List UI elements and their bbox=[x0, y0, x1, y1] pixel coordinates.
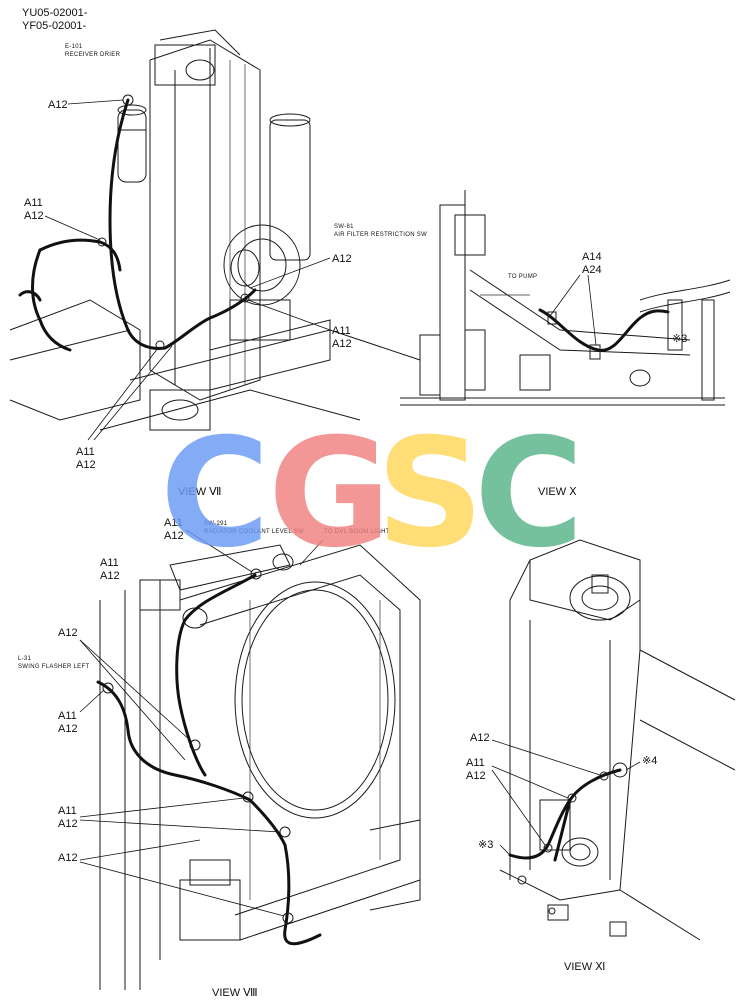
callout-a11-flasher: A11 bbox=[58, 710, 77, 722]
receiver-drier-name: RECEIVER DRIER bbox=[65, 52, 121, 58]
callout-a12-xi: A12 bbox=[470, 732, 490, 744]
air-filter-sw-name: AIR FILTER RESTRICTION SW bbox=[334, 232, 427, 238]
view-vii-title: VIEW Ⅶ bbox=[178, 486, 221, 498]
serial-range-1: YU05-02001- bbox=[22, 7, 88, 19]
watermark-letter-s: S bbox=[376, 407, 484, 581]
callout-a12-base: A12 bbox=[332, 338, 352, 350]
coolant-sw-code: SW-291 bbox=[204, 521, 228, 527]
callout-a12-mid: A12 bbox=[58, 818, 78, 830]
callout-a12-xi-2: A12 bbox=[466, 770, 486, 782]
view-viii-drawing bbox=[96, 544, 421, 990]
watermark-letter-g: G bbox=[268, 407, 391, 581]
callout-a12-lower: A12 bbox=[58, 852, 78, 864]
ref-4-view-xi: ※4 bbox=[642, 755, 657, 767]
callout-a11-coolant: A11 bbox=[164, 517, 183, 529]
view-xi-title: VIEW Ⅺ bbox=[564, 961, 605, 973]
swing-flasher-name: SWING FLASHER LEFT bbox=[18, 664, 89, 670]
to-boom-light-label: TO DVL BOOM LIGHT bbox=[324, 529, 390, 535]
callout-a11-bottom: A11 bbox=[76, 446, 95, 458]
serial-range-2: YF05-02001- bbox=[22, 20, 87, 32]
view-viii-title: VIEW Ⅷ bbox=[212, 987, 258, 999]
callout-a12-drier: A12 bbox=[48, 99, 68, 111]
view-vii-drawing bbox=[9, 29, 421, 431]
watermark-letter-c2: C bbox=[474, 407, 584, 581]
view-xi-drawing bbox=[499, 539, 736, 941]
view-x-title: VIEW Ⅹ bbox=[538, 486, 577, 498]
ref-3-view-xi: ※3 bbox=[478, 839, 493, 851]
callout-a12-bottom: A12 bbox=[76, 459, 96, 471]
callout-a11-left: A11 bbox=[24, 197, 43, 209]
watermark-letter-c1: C bbox=[160, 407, 270, 581]
callout-a11-mid: A11 bbox=[58, 805, 77, 817]
receiver-drier-code: E-101 bbox=[65, 44, 83, 50]
callout-a12-upper: A12 bbox=[58, 627, 78, 639]
ref-3-view-x: ※3 bbox=[672, 333, 687, 345]
air-filter-sw-code: SW-81 bbox=[334, 224, 354, 230]
view-x-drawing bbox=[400, 190, 731, 406]
callout-a12-filter: A12 bbox=[332, 253, 352, 265]
coolant-sw-name: RADIATOR COOLANT LEVEL SW bbox=[204, 529, 304, 535]
callout-a11-base: A11 bbox=[332, 325, 351, 337]
callout-a11-xi: A11 bbox=[466, 757, 485, 769]
callout-a12-left: A12 bbox=[24, 210, 44, 222]
to-pump-label: TO PUMP bbox=[508, 274, 537, 280]
callout-a12-flasher: A12 bbox=[58, 723, 78, 735]
callout-a12-top: A12 bbox=[100, 570, 120, 582]
callout-a24: A24 bbox=[582, 264, 602, 276]
watermark: C G S C bbox=[160, 407, 584, 581]
swing-flasher-code: L-31 bbox=[18, 656, 32, 662]
callout-a14: A14 bbox=[582, 251, 602, 263]
callout-a12-coolant: A12 bbox=[164, 530, 184, 542]
callout-a11-top: A11 bbox=[100, 557, 119, 569]
